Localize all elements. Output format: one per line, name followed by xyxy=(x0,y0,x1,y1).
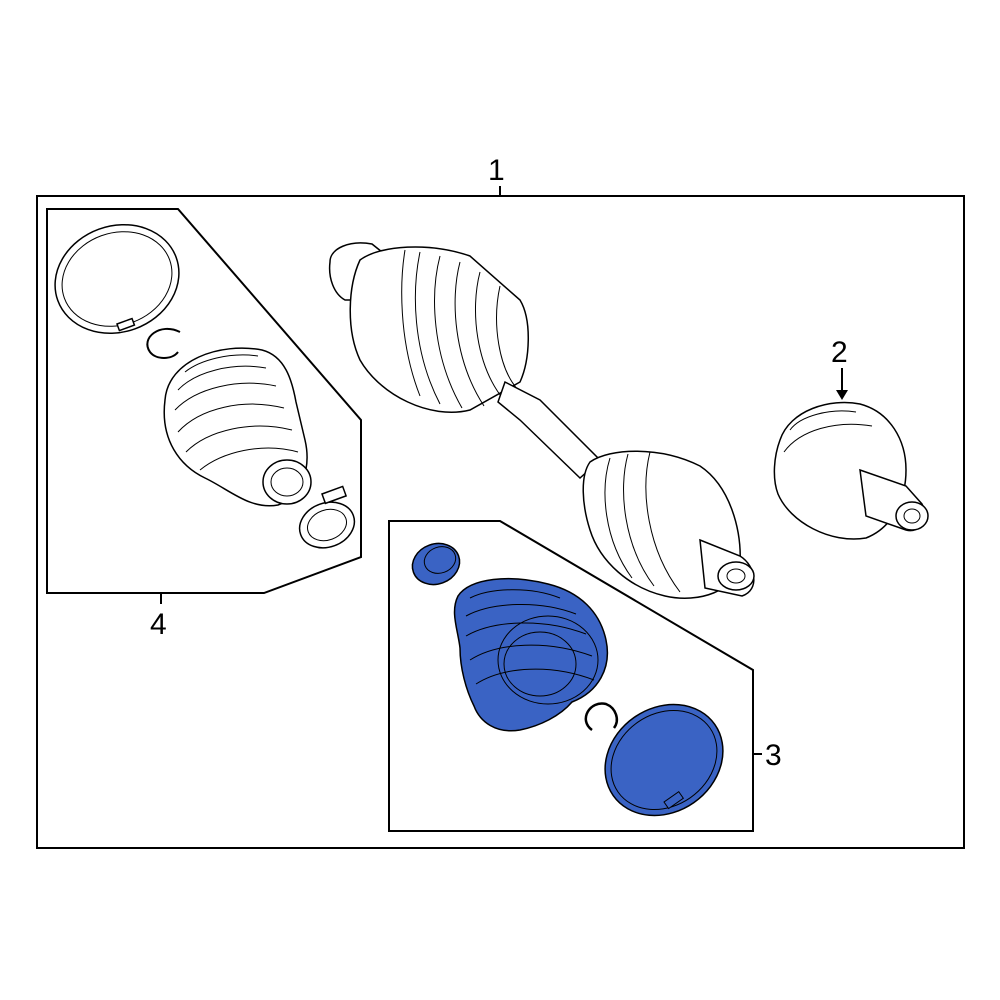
svg-text:1: 1 xyxy=(488,154,505,187)
clamp-3 xyxy=(411,542,461,586)
callout-1[interactable]: 1 xyxy=(488,154,505,196)
axle-shaft-assembly xyxy=(328,242,755,599)
boot-4 xyxy=(163,347,312,507)
svg-text:3: 3 xyxy=(765,739,782,772)
boot-cap-3 xyxy=(604,703,724,817)
group-frame-4 xyxy=(46,208,362,594)
cv-joint-2 xyxy=(773,401,929,540)
svg-text:2: 2 xyxy=(831,336,848,369)
boot-cap-4 xyxy=(54,223,180,335)
clamp-4 xyxy=(298,485,356,549)
callout-4[interactable]: 4 xyxy=(150,593,167,641)
snap-ring-3 xyxy=(584,702,618,732)
snap-ring-4 xyxy=(146,327,181,359)
boot-3 xyxy=(453,577,609,732)
group-4-parts xyxy=(54,223,356,549)
group-3-parts[interactable] xyxy=(407,537,745,838)
callout-3[interactable]: 3 xyxy=(753,739,782,772)
group-frame-3 xyxy=(388,520,754,832)
svg-text:4: 4 xyxy=(150,608,167,641)
callout-2[interactable]: 2 xyxy=(831,336,848,400)
